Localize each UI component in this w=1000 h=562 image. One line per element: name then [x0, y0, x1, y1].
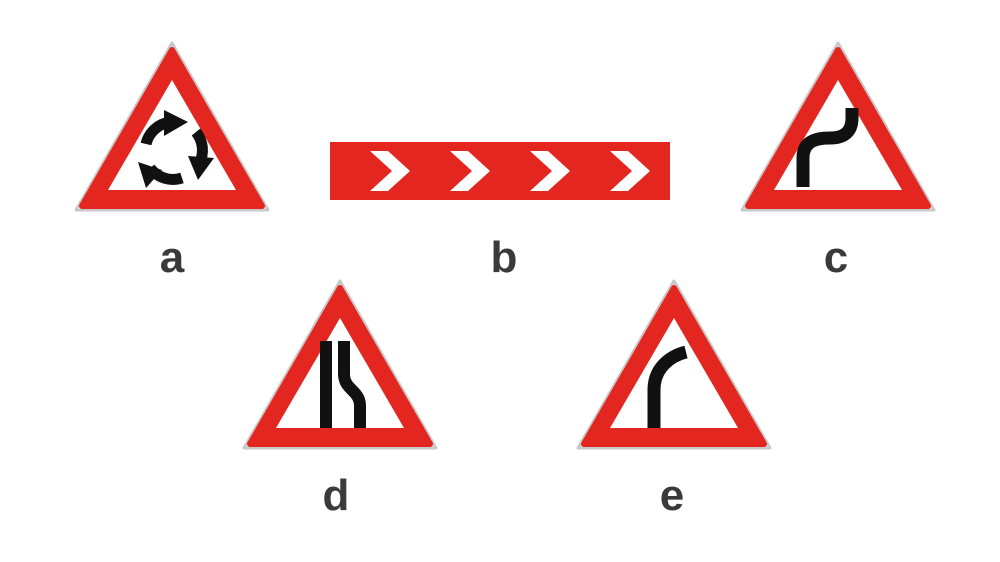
road-narrows-right-icon — [320, 341, 366, 428]
caption-c: c — [823, 233, 849, 282]
roundabout-icon — [138, 110, 214, 188]
bend-right-icon — [647, 345, 688, 428]
sign-e-bend-right — [576, 279, 772, 450]
caption-b: b — [490, 233, 518, 282]
sign-d-road-narrows — [242, 279, 438, 450]
caption-e: e — [659, 471, 685, 520]
triangle-inner — [610, 318, 738, 428]
chevron-board-background — [330, 142, 670, 200]
caption-d: d — [322, 471, 350, 520]
caption-a: a — [159, 233, 185, 282]
chevron-board-icon — [370, 151, 650, 191]
sign-c-double-bend — [740, 41, 936, 212]
sign-b-chevron-board — [330, 142, 670, 200]
sign-a-roundabout — [74, 41, 270, 212]
double-bend-icon — [796, 108, 859, 187]
